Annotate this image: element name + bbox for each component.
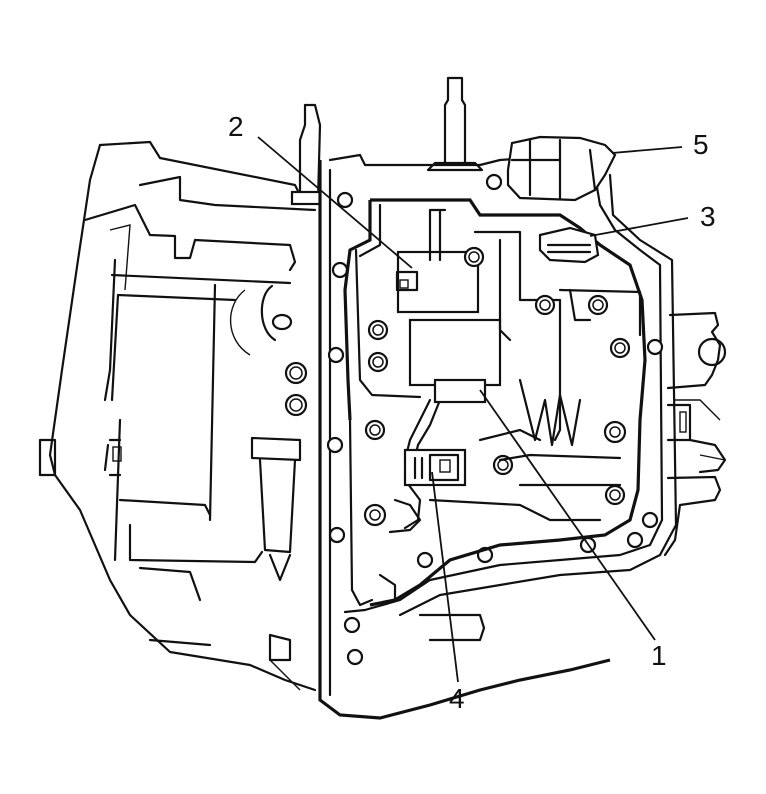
- callout-label-3: 3: [700, 201, 716, 232]
- valve-body: [363, 135, 642, 642]
- callout-label-4: 4: [449, 683, 465, 714]
- wiring-harness: [343, 198, 647, 607]
- callout-leaders: [257, 136, 689, 683]
- bell-housing: [38, 140, 322, 692]
- output-shaft: [426, 76, 484, 172]
- callout-label-1: 1: [651, 640, 667, 671]
- callout-label-2: 2: [228, 111, 244, 142]
- leader-2: [257, 136, 413, 269]
- leader-3: [589, 217, 689, 237]
- leader-5: [611, 146, 683, 154]
- right-housing: [663, 311, 727, 557]
- leader-1: [479, 389, 656, 641]
- callout-label-5: 5: [693, 129, 709, 160]
- leader-4: [431, 471, 459, 683]
